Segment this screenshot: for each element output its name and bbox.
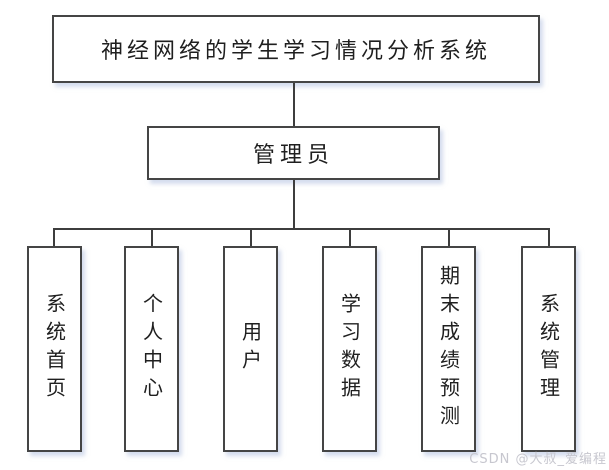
connector-drop-personal-center [151, 230, 153, 247]
child-node-home: 系统首页 [27, 246, 82, 452]
connector-drop-home [53, 230, 55, 247]
child-node-system-management: 系统管理 [521, 246, 576, 452]
child-node-personal-center: 个人中心 [124, 246, 179, 452]
connector-drop-system-management [548, 230, 550, 247]
child-node-personal-center-label: 个人中心 [139, 293, 164, 405]
connector-title-to-admin [293, 83, 295, 127]
child-node-study-data: 学习数据 [322, 246, 377, 452]
child-node-user: 用户 [223, 246, 278, 452]
child-node-study-data-label: 学习数据 [337, 293, 362, 405]
child-node-home-label: 系统首页 [42, 293, 67, 405]
connector-bus [53, 228, 550, 230]
child-node-user-label: 用户 [238, 321, 263, 377]
child-node-final-grade-prediction: 期末成绩预测 [421, 246, 476, 452]
admin-node: 管理员 [147, 126, 440, 180]
connector-drop-study-data [349, 230, 351, 247]
connector-admin-to-bus [293, 180, 295, 228]
csdn-watermark: CSDN @大叔_爱编程 [469, 452, 607, 467]
connector-drop-final-grade-prediction [448, 230, 450, 247]
system-title-node: 神经网络的学生学习情况分析系统 [52, 15, 540, 83]
child-node-system-management-label: 系统管理 [536, 293, 561, 405]
connector-drop-user [250, 230, 252, 247]
child-node-final-grade-prediction-label: 期末成绩预测 [436, 265, 461, 433]
